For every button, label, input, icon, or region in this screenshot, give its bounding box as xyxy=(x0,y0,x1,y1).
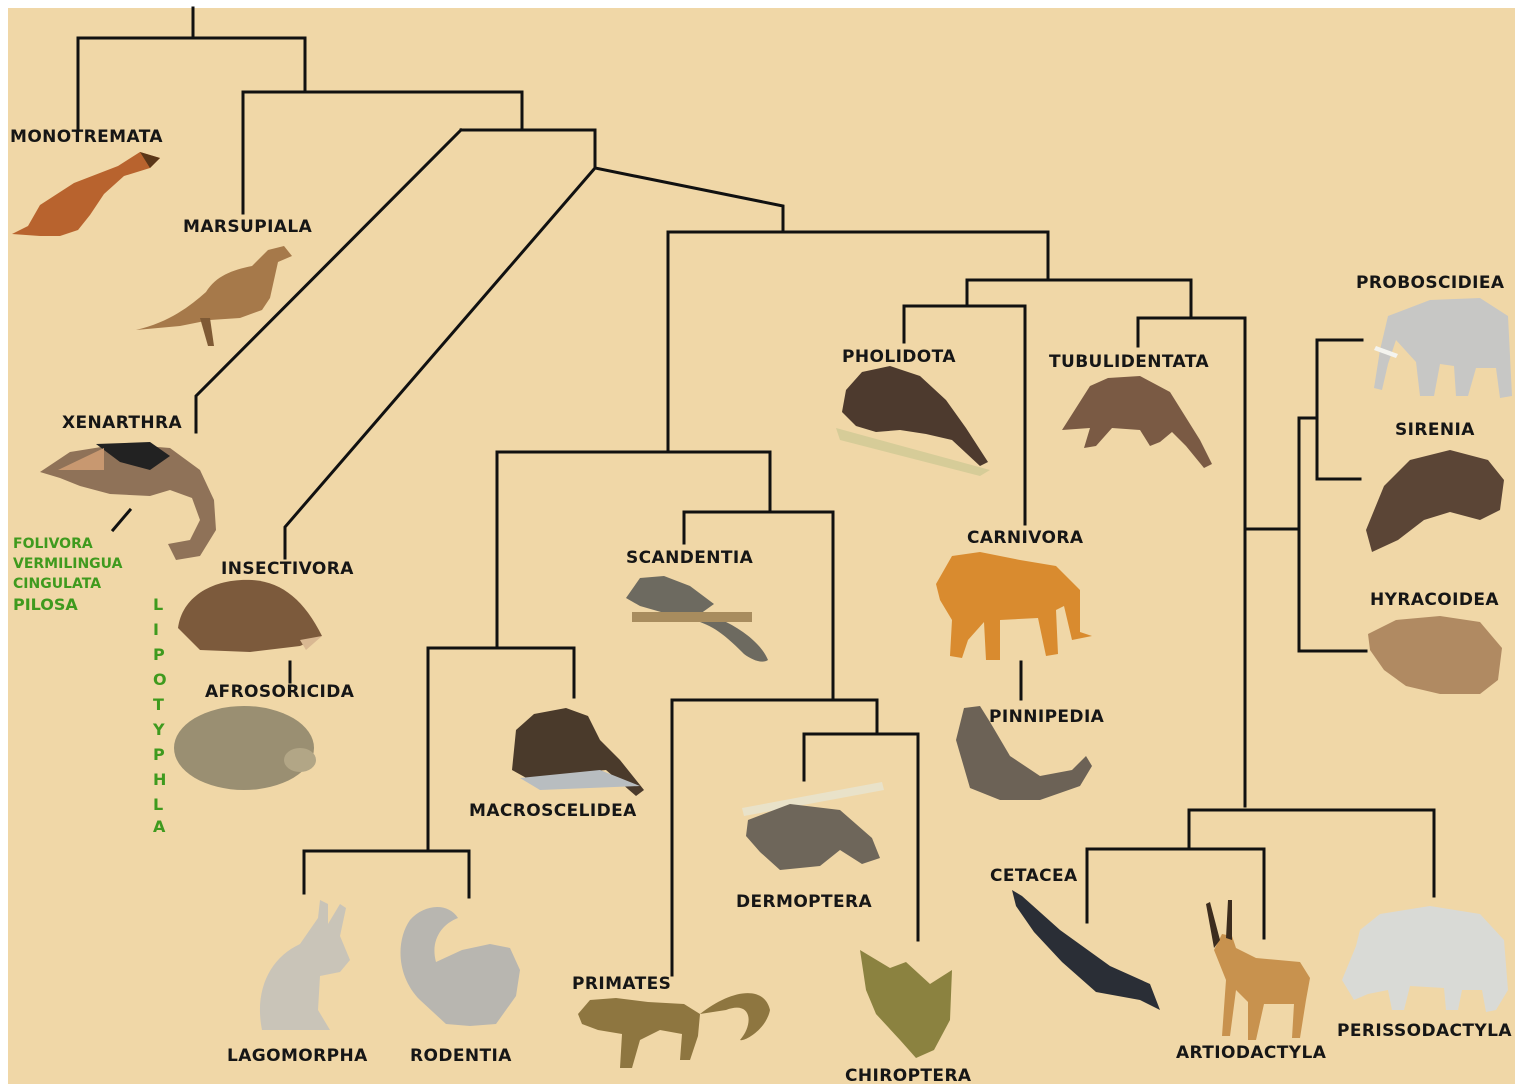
label-proboscidiea: PROBOSCIDIEA xyxy=(1356,273,1505,293)
label-pilosa: PILOSA xyxy=(13,595,78,614)
label-monotremata: MONOTREMATA xyxy=(10,127,163,147)
lipotyphla-letter: P xyxy=(153,745,165,764)
lipotyphla-letter: L xyxy=(153,595,163,614)
label-afrosoricida: AFROSORICIDA xyxy=(205,682,355,702)
lipotyphla-letter: P xyxy=(153,645,165,664)
lipotyphla-letter: H xyxy=(153,770,166,789)
label-sirenia: SIRENIA xyxy=(1395,420,1475,440)
label-hyracoidea: HYRACOIDEA xyxy=(1370,590,1499,610)
lipotyphla-letter: Y xyxy=(152,720,165,739)
label-perissodactyla: PERISSODACTYLA xyxy=(1337,1021,1512,1041)
tree-background xyxy=(8,8,1515,1084)
lipotyphla-letter: L xyxy=(153,795,163,814)
label-artiodactyla: ARTIODACTYLA xyxy=(1176,1043,1327,1063)
label-pholidota: PHOLIDOTA xyxy=(842,347,956,367)
label-tubulidentata: TUBULIDENTATA xyxy=(1049,352,1209,372)
label-carnivora: CARNIVORA xyxy=(967,528,1084,548)
label-insectivora: INSECTIVORA xyxy=(221,559,354,579)
lipotyphla-letter: A xyxy=(153,817,166,836)
label-folivora: FOLIVORA xyxy=(13,536,93,552)
label-lagomorpha: LAGOMORPHA xyxy=(227,1046,368,1066)
lipotyphla-letter: I xyxy=(153,620,159,639)
label-xenarthra: XENARTHRA xyxy=(62,413,183,433)
label-cetacea: CETACEA xyxy=(990,866,1078,886)
label-marsupiala: MARSUPIALA xyxy=(183,217,313,237)
label-chiroptera: CHIROPTERA xyxy=(845,1066,972,1084)
label-primates: PRIMATES xyxy=(572,974,671,994)
label-dermoptera: DERMOPTERA xyxy=(736,892,873,912)
label-rodentia: RODENTIA xyxy=(410,1046,512,1066)
label-scandentia: SCANDENTIA xyxy=(626,548,754,568)
lipotyphla-letter: O xyxy=(153,670,167,689)
lipotyphla-letter: T xyxy=(153,695,164,714)
label-macroscelidea: MACROSCELIDEA xyxy=(469,801,637,821)
label-cingulata: CINGULATA xyxy=(13,576,101,592)
label-pinnipedia: PINNIPEDIA xyxy=(989,707,1105,727)
label-vermilingua: VERMILINGUA xyxy=(13,556,123,572)
